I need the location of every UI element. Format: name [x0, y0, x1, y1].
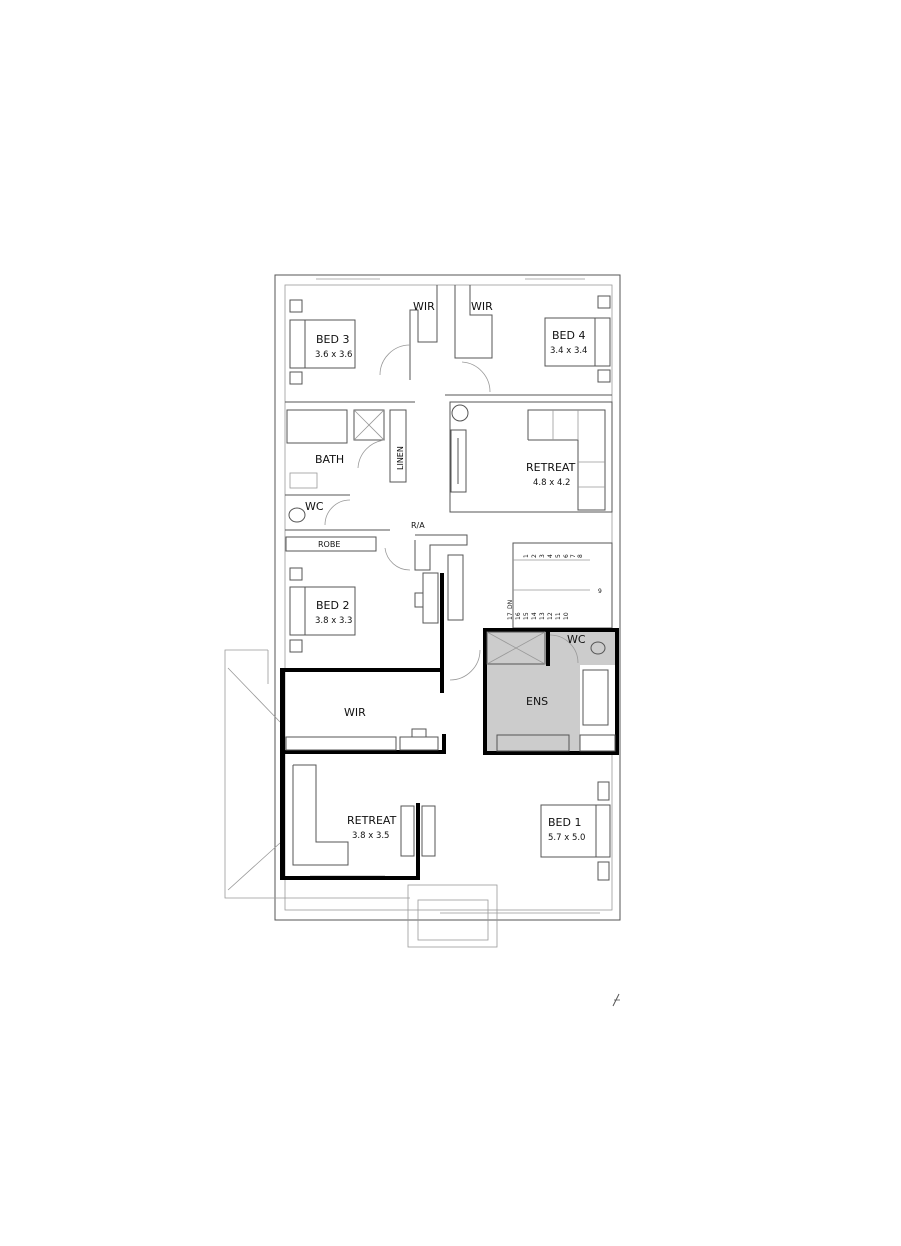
stair-treads: [513, 559, 590, 591]
room-dims-retreat-upper: 4.8 x 4.2: [533, 478, 570, 488]
stair-number: 4: [547, 554, 554, 558]
room-dims-retreat-lower: 3.8 x 3.5: [352, 831, 389, 841]
stair-number: 16: [515, 612, 522, 620]
stair-number: 3: [539, 554, 546, 558]
room-label-retreat-upper: RETREAT: [526, 461, 576, 474]
room-label-bath: BATH: [315, 453, 344, 466]
upper-partitions: [285, 285, 613, 653]
room-dims-bed1: 5.7 x 5.0: [548, 833, 585, 843]
stair-number: 5: [555, 554, 562, 558]
room-label-bed3: BED 3: [316, 333, 349, 346]
stair-number: 10: [563, 612, 570, 620]
stair-number: 15: [523, 612, 530, 620]
stair-number: 8: [577, 554, 584, 558]
room-label-wir-left: WIR: [413, 300, 435, 313]
stair-number: 12: [547, 612, 554, 620]
room-label-wir-master: WIR: [344, 706, 366, 719]
ensuite-block: [483, 628, 619, 755]
stair-numbers-top: 1 2 3 4 5 6 7 8: [523, 554, 584, 558]
lower-furniture: [292, 764, 611, 881]
room-label-linen: LINEN: [396, 446, 405, 470]
stair-number: 14: [531, 612, 538, 620]
stair-number: 1: [523, 554, 530, 558]
room-label-ra: R/A: [411, 521, 425, 530]
stair-number: 6: [563, 554, 570, 558]
room-dims-bed4: 3.4 x 3.4: [550, 346, 587, 356]
room-label-bed4: BED 4: [552, 329, 585, 342]
stair-number: 17: [507, 612, 514, 620]
room-label-wc-ens: WC: [567, 633, 586, 646]
room-label-wc-upper: WC: [305, 500, 324, 513]
stair-number: 2: [531, 554, 538, 558]
room-label-ens: ENS: [526, 695, 548, 708]
stair-number: 11: [555, 612, 562, 620]
stair-numbers-bottom: 17 DN 16 15 14 13 12 11 10: [507, 600, 570, 620]
north-arrow-icon: [612, 993, 620, 1007]
stair-number: 13: [539, 612, 546, 620]
stair-number-landing: 9: [598, 588, 602, 595]
stair-number: 7: [570, 554, 577, 558]
stair-dn-label: DN: [507, 600, 514, 609]
room-dims-bed3: 3.6 x 3.6: [315, 350, 352, 360]
room-label-wir-right: WIR: [471, 300, 493, 313]
heavy-walls: [280, 573, 446, 880]
room-label-robe: ROBE: [318, 540, 340, 549]
room-label-retreat-lower: RETREAT: [347, 814, 397, 827]
room-label-bed2: BED 2: [316, 599, 349, 612]
room-dims-bed2: 3.8 x 3.3: [315, 616, 352, 626]
roof-outline: [224, 649, 498, 948]
room-label-bed1: BED 1: [548, 816, 581, 829]
